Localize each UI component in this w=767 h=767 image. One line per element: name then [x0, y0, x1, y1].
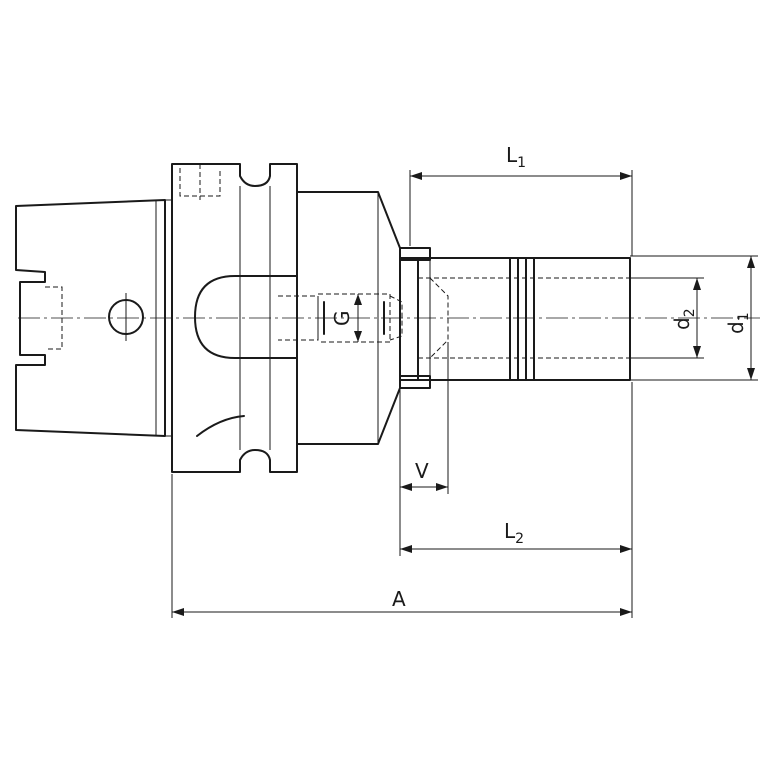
clamp-shank — [399, 247, 631, 389]
dimension-l1 — [409, 170, 633, 256]
label-d2: d2 — [670, 308, 698, 330]
dimension-d2 — [630, 277, 704, 359]
label-l1: L1 — [506, 143, 526, 171]
dimension-d1 — [630, 255, 758, 381]
flange — [165, 163, 298, 473]
dimension-g — [354, 294, 362, 342]
dimension-l2 — [399, 382, 633, 556]
dimension-v — [400, 342, 449, 494]
label-v: V — [415, 459, 429, 483]
dimension-a — [171, 474, 633, 618]
label-g: G — [330, 311, 354, 327]
label-d1: d1 — [724, 312, 752, 334]
label-a: A — [392, 587, 406, 611]
label-l2: L2 — [504, 519, 524, 547]
taper-shank — [15, 199, 166, 437]
